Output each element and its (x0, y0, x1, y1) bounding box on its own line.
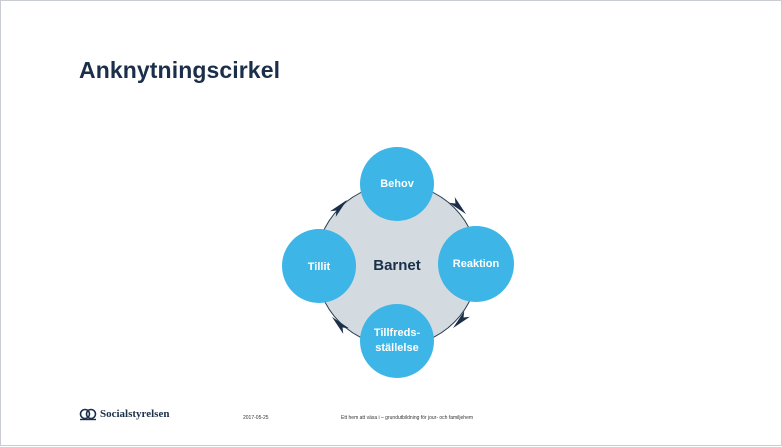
node-tillit: Tillit (282, 229, 356, 303)
arrow-right-bottom (452, 311, 470, 329)
center-label: Barnet (373, 257, 421, 274)
node-tillit-label: Tillit (308, 261, 331, 273)
node-behov: Behov (360, 147, 434, 221)
node-tillfredsstallelse: Tillfreds- ställelse (360, 304, 434, 378)
logo-text: Socialstyrelsen (100, 408, 170, 420)
node-tillfredsstallelse-label-line1: Tillfreds- (374, 327, 421, 339)
arrow-left-top (330, 199, 348, 217)
footer-subtitle: Ett hem att växa i – grundutbildning för… (341, 415, 474, 421)
slide-title: Anknytningscirkel (79, 57, 281, 83)
arrow-top-right (449, 197, 467, 215)
node-reaktion: Reaktion (438, 226, 514, 302)
socialstyrelsen-logo: Socialstyrelsen (79, 407, 169, 421)
footer-date: 2017-05-25 (243, 415, 269, 421)
node-behov-label: Behov (380, 178, 415, 190)
node-tillfredsstallelse-label-line2: ställelse (375, 342, 418, 354)
crown-emblem-icon (79, 408, 97, 421)
node-reaktion-label: Reaktion (453, 258, 500, 270)
arrow-bottom-left (331, 316, 349, 334)
